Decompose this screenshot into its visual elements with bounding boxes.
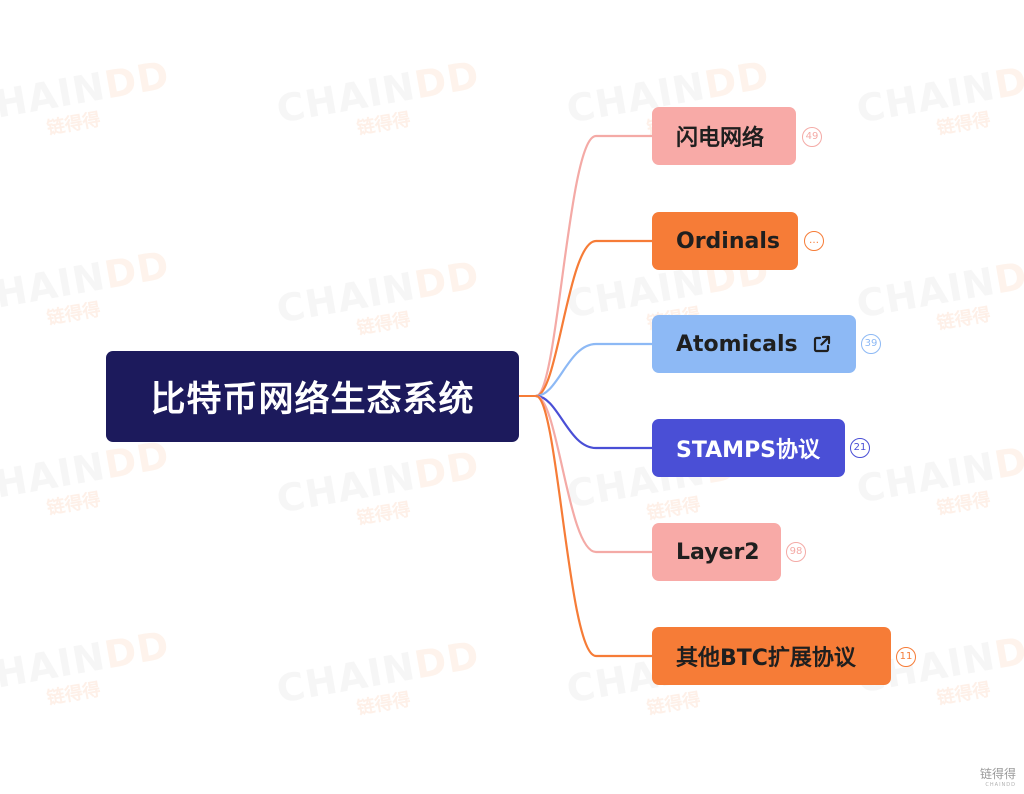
topic-other-btc-protocols[interactable]: 其他BTC扩展协议 xyxy=(652,627,891,685)
topic-atomicals[interactable]: Atomicals xyxy=(652,315,856,373)
collapse-count-badge[interactable]: 21 xyxy=(850,438,870,458)
collapse-count-badge[interactable]: 49 xyxy=(802,127,822,147)
connector-line xyxy=(534,394,654,450)
topic-label: 其他BTC扩展协议 xyxy=(676,646,856,671)
connector-line xyxy=(534,394,654,554)
collapse-count-badge[interactable]: 39 xyxy=(861,334,881,354)
connector-line xyxy=(534,342,654,398)
collapse-count-badge[interactable]: 11 xyxy=(896,647,916,667)
connector-line xyxy=(534,134,654,398)
root-topic[interactable]: 比特币网络生态系统 xyxy=(106,351,519,442)
topic-label: 闪电网络 xyxy=(676,126,765,151)
external-link-icon[interactable] xyxy=(812,334,832,354)
root-topic-label: 比特币网络生态系统 xyxy=(150,380,475,420)
brand-logo: 链得得 CHAINDD xyxy=(979,767,1016,788)
topic-layer2[interactable]: Layer2 xyxy=(652,523,781,581)
connector-line xyxy=(534,239,654,398)
topic-lightning-network[interactable]: 闪电网络 xyxy=(652,107,796,165)
topic-label: Layer2 xyxy=(676,539,760,565)
topic-label: Atomicals xyxy=(676,331,798,357)
connector-line xyxy=(534,394,654,658)
topic-label: Ordinals xyxy=(676,228,780,254)
expand-more-badge[interactable]: … xyxy=(804,231,824,251)
topic-stamps-protocol[interactable]: STAMPS协议 xyxy=(652,419,845,477)
collapse-count-badge[interactable]: 98 xyxy=(786,542,806,562)
topic-ordinals[interactable]: Ordinals xyxy=(652,212,798,270)
topic-label: STAMPS协议 xyxy=(676,438,821,463)
